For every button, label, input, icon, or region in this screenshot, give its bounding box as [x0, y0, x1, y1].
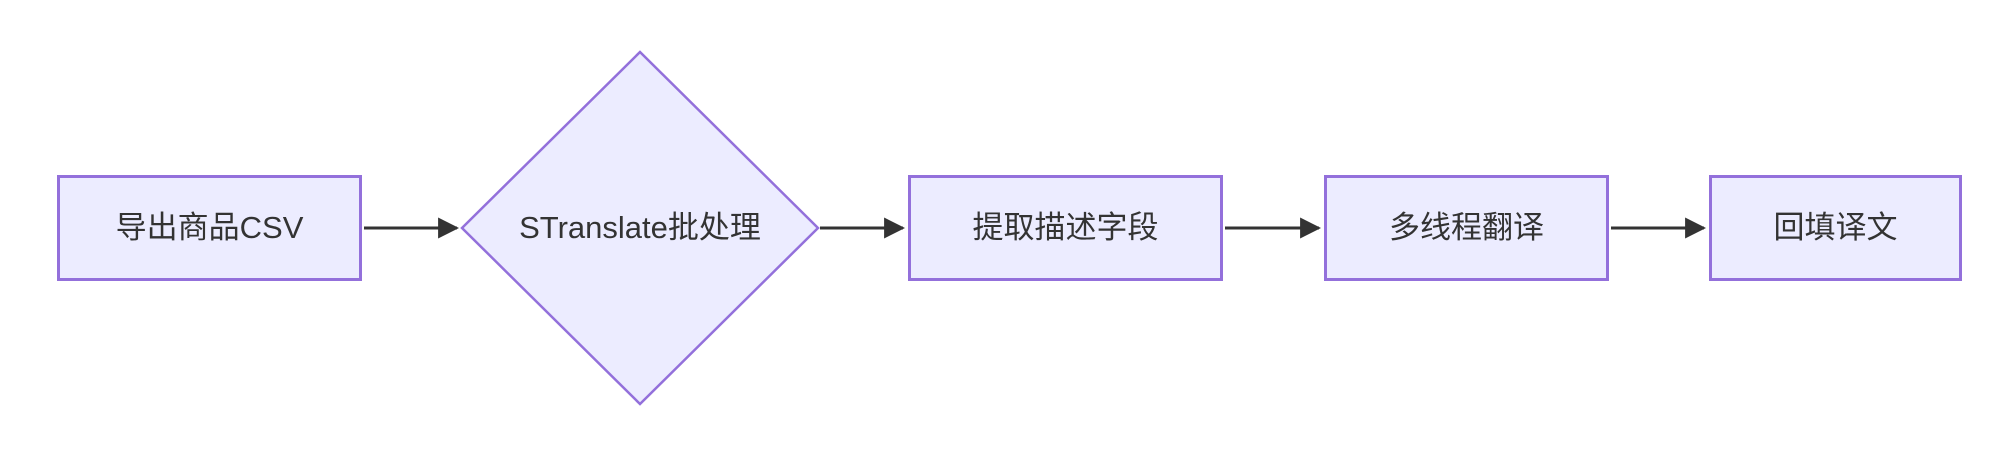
- node-extract-description: 提取描述字段: [908, 175, 1223, 281]
- node-backfill-translation: 回填译文: [1709, 175, 1962, 281]
- node-stranslate-batch-label: STranslate批处理: [519, 210, 761, 246]
- node-stranslate-batch: STranslate批处理: [460, 200, 820, 256]
- node-extract-description-label: 提取描述字段: [972, 210, 1159, 246]
- node-multithread-translate: 多线程翻译: [1324, 175, 1609, 281]
- node-multithread-translate-label: 多线程翻译: [1389, 210, 1544, 246]
- node-export-csv: 导出商品CSV: [57, 175, 362, 281]
- node-backfill-translation-label: 回填译文: [1773, 210, 1898, 246]
- node-export-csv-label: 导出商品CSV: [115, 210, 304, 246]
- decision-diamond-shape: [460, 50, 820, 406]
